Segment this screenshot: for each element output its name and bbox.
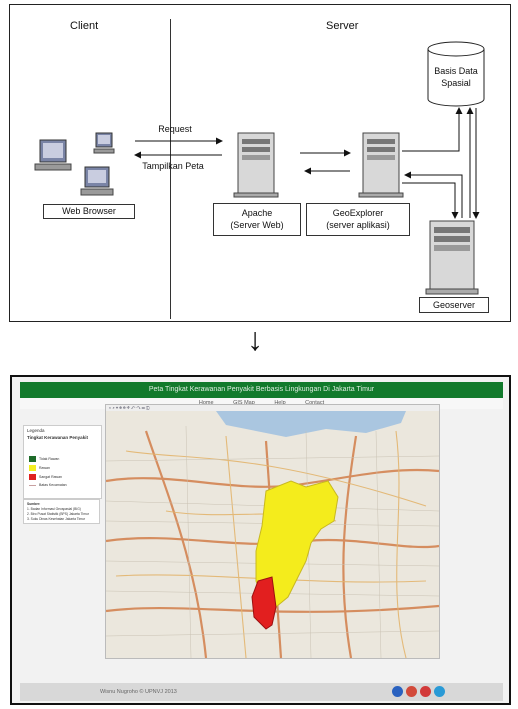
facebook-icon[interactable] (392, 686, 403, 697)
legend-subtitle: Tingkat Kerawanan Penyakit (27, 435, 88, 440)
legend-title: Legenda (27, 428, 45, 433)
client-title: Client (70, 20, 99, 32)
nav-home[interactable]: Home (198, 400, 214, 406)
district-sangat-rawan (251, 576, 277, 630)
google-plus-icon[interactable] (406, 686, 417, 697)
source-item: 1. Badan Informasi Geospasial (BIG) (27, 507, 81, 511)
youtube-icon[interactable] (420, 686, 431, 697)
map-view[interactable]: ◐ ⌕ ⌖ ⊕ ⊖ ✥ ↶ ↷ ▭ ⓘ (105, 404, 440, 659)
local-streets (106, 425, 439, 658)
client-server-divider (170, 19, 171, 319)
apache-box: Apache (Server Web) (213, 203, 301, 236)
nav-gis-map[interactable]: GIS Map (233, 400, 255, 406)
twitter-icon[interactable] (434, 686, 445, 697)
map-canvas (106, 411, 439, 658)
database-label-line1: Basis Data (434, 66, 478, 76)
webapp-footer: Wisnu Nugroho © UPNVJ 2013 (20, 683, 503, 701)
webapp-nav: Home GIS Map Help Contact (20, 398, 503, 409)
sea-area (216, 411, 406, 437)
legend-swatch (29, 474, 36, 480)
legend-item-label: Rawan (39, 465, 50, 470)
nav-contact[interactable]: Contact (305, 400, 325, 406)
legend-item: Batas Kecamatan (29, 483, 67, 487)
apache-role: (Server Web) (230, 220, 284, 230)
geoserver-box: Geoserver (419, 297, 489, 313)
request-label: Request (158, 124, 192, 134)
architecture-diagram: Client Server (9, 4, 511, 322)
web-browser-box: Web Browser (43, 204, 135, 219)
webapp-title: Peta Tingkat Kerawanan Penyakit Berbasis… (20, 382, 503, 398)
legend-swatch (29, 456, 36, 462)
legend-item-label: Tidak Rawan (39, 456, 60, 461)
database-label-line2: Spasial (441, 78, 471, 88)
apache-name: Apache (241, 208, 273, 218)
database-label: Basis Data Spasial (428, 65, 484, 89)
geoexplorer-server-icon (358, 132, 404, 198)
apache-server-icon (233, 132, 279, 198)
client-computer-icon (93, 132, 115, 154)
database-icon (427, 41, 485, 107)
legend-panel: Legenda Tingkat Kerawanan Penyakit Tidak… (23, 425, 102, 499)
client-computer-icon (80, 166, 114, 196)
client-computer-icon (34, 139, 72, 171)
diagram-graphics (34, 41, 485, 295)
legend-item-label: Sangat Rawan (39, 474, 62, 479)
response-label: Tampilkan Peta (142, 161, 204, 171)
geoexplorer-role: (server aplikasi) (326, 220, 390, 230)
source-item: 3. Suku Dinas Kesehatan Jakarta Timur (27, 517, 86, 521)
webapp-screenshot: Peta Tingkat Kerawanan Penyakit Berbasis… (10, 375, 511, 705)
sources-panel: Sumber: 1. Badan Informasi Geospasial (B… (23, 499, 100, 524)
server-title: Server (326, 20, 359, 32)
sources-title: Sumber: (27, 502, 41, 506)
legend-swatch (29, 484, 36, 486)
nav-help[interactable]: Help (274, 400, 286, 406)
legend-item: Rawan (29, 465, 50, 471)
map-toolbar[interactable]: ◐ ⌕ ⌖ ⊕ ⊖ ✥ ↶ ↷ ▭ ⓘ (106, 405, 439, 411)
legend-item-label: Batas Kecamatan (39, 483, 67, 487)
footer-credit: Wisnu Nugroho © UPNVJ 2013 (100, 689, 177, 695)
geoexplorer-box: GeoExplorer (server aplikasi) (306, 203, 410, 236)
district-rawan (255, 480, 339, 608)
legend-item: Tidak Rawan (29, 456, 59, 462)
geoexplorer-name: GeoExplorer (332, 208, 384, 218)
legend-swatch (29, 465, 36, 471)
flow-down-arrow: ↓ (247, 321, 263, 357)
geoserver-icon (425, 220, 479, 295)
source-item: 2. Biro Pusat Statistik (BPS) Jakarta Ti… (27, 512, 89, 516)
legend-item: Sangat Rawan (29, 474, 62, 480)
